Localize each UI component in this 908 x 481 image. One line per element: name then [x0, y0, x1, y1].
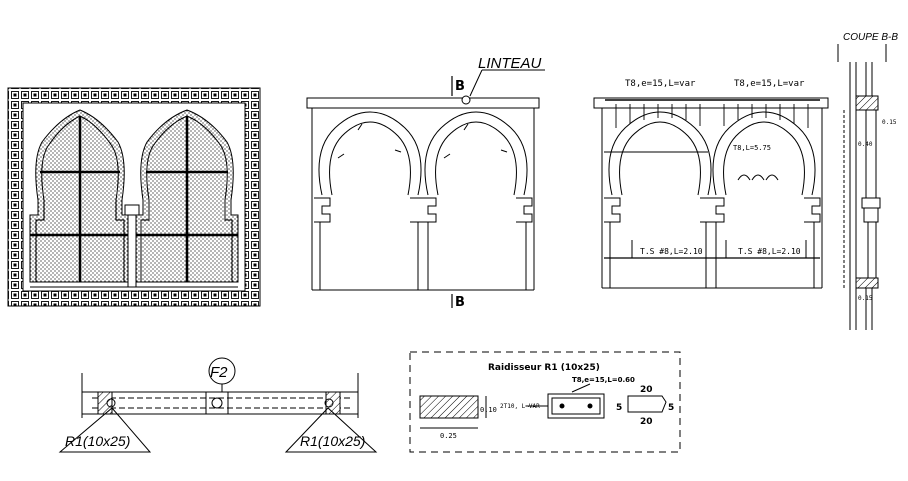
- raidisseur-title: Raidisseur R1 (10x25): [488, 363, 600, 373]
- frame-plan: [58, 357, 378, 453]
- rebar-label-arch: T8,L=5.75: [733, 144, 771, 152]
- coupe-title: COUPE B-B: [843, 32, 898, 43]
- coupe-dim-2: 0.40: [858, 141, 873, 148]
- coupe-dim-3: 0.15: [858, 295, 873, 302]
- dim-width: 0.25: [440, 432, 457, 440]
- ts-label-right: T.S #8,L=2.10: [738, 247, 801, 256]
- rebar-label-right: T8,e=15,L=var: [734, 79, 805, 89]
- linteau-label: LINTEAU: [478, 55, 542, 72]
- dim-side-right: 5: [668, 403, 674, 413]
- rebar-label-left: T8,e=15,L=var: [625, 79, 696, 89]
- dim-bottom: 20: [640, 417, 653, 427]
- stirrup-label: T8,e=15,L=0.60: [572, 376, 635, 384]
- reinforcement-elevation: [593, 97, 829, 289]
- frame-callout: F2: [210, 364, 228, 381]
- dim-height: 0.10: [480, 406, 497, 414]
- r1-label-left: R1(10x25): [65, 433, 130, 449]
- ts-label-left: T.S #8,L=2.10: [640, 247, 703, 256]
- window-elevation: [7, 87, 261, 307]
- bar-label: 2T10, L=VAR: [500, 403, 540, 410]
- coupe-dim-1: 0.15: [882, 119, 897, 126]
- arch-elevation: [306, 69, 545, 308]
- dim-side-left: 5: [616, 403, 622, 413]
- section-bb: [837, 44, 887, 330]
- r1-label-right: R1(10x25): [300, 433, 365, 449]
- raidisseur-detail: [409, 351, 681, 453]
- dim-top: 20: [640, 385, 653, 395]
- section-mark-top: B: [455, 79, 465, 94]
- section-mark-bottom: B: [455, 295, 465, 310]
